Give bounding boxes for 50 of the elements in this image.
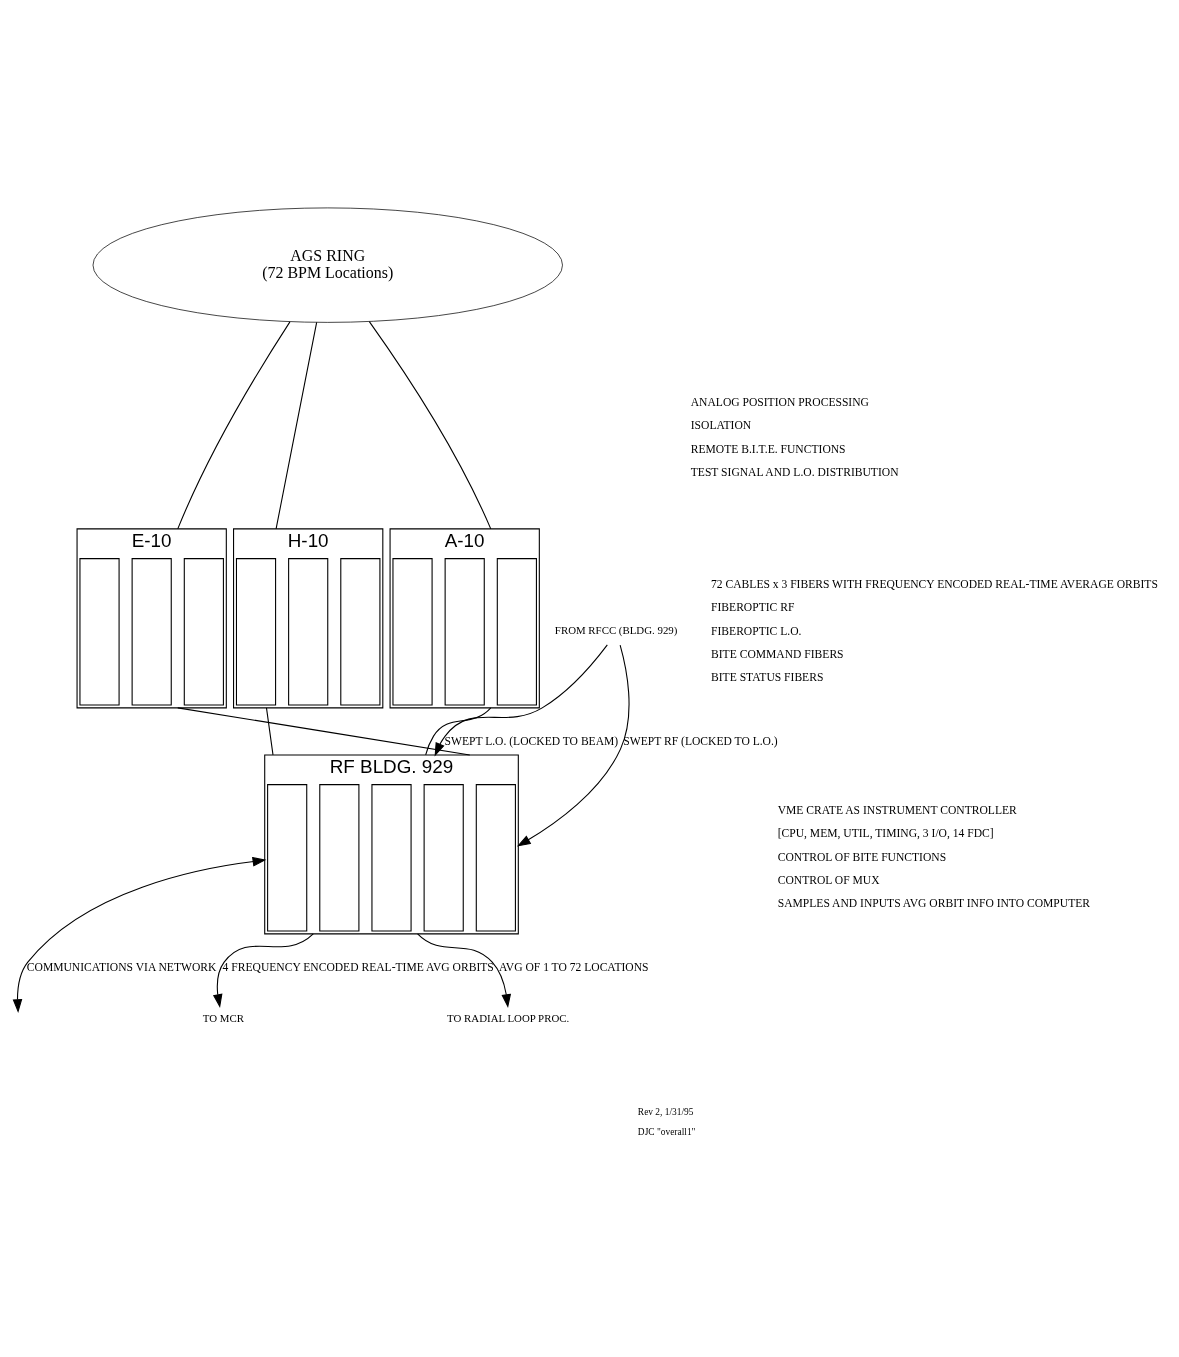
- node-box: [319, 784, 360, 932]
- node-box: [267, 784, 308, 932]
- node-box: [423, 784, 464, 932]
- node-box: [288, 558, 329, 706]
- label: ISOLATION: [690, 419, 752, 433]
- edge-label: 4 FREQUENCY ENCODED REAL-TIME AVG ORBITS: [222, 961, 494, 975]
- label: TEST SIGNAL AND L.O. DISTRIBUTION: [690, 465, 899, 479]
- node-text: TO RADIAL LOOP PROC.: [447, 1011, 570, 1024]
- connector: [275, 321, 318, 530]
- label: REMOTE B.I.T.E. FUNCTIONS: [690, 442, 846, 456]
- connector: [177, 707, 471, 756]
- label: 72 CABLES x 3 FIBERS WITH FREQUENCY ENCODED REAL-TIME AVERAGE ORBITS: [711, 578, 1158, 592]
- label: SAMPLES AND INPUTS AVG ORBIT INFO INTO COMPUTER: [777, 896, 1091, 910]
- label: DJC "overall1": [637, 1126, 696, 1137]
- label: CONTROL OF BITE FUNCTIONS: [777, 850, 947, 864]
- arrow: [417, 933, 512, 1008]
- arrow: [516, 644, 630, 847]
- arrow: [212, 933, 314, 1008]
- edge-label: SWEPT RF (LOCKED TO L.O.): [623, 735, 778, 749]
- node-box: [340, 558, 381, 706]
- node-box: [183, 558, 224, 706]
- node-box: [496, 558, 537, 706]
- label: BITE COMMAND FIBERS: [711, 647, 844, 661]
- arrow: [434, 644, 608, 757]
- connector: [368, 321, 492, 530]
- label: VME CRATE AS INSTRUMENT CONTROLLER: [777, 804, 1017, 818]
- node-box: [371, 784, 412, 932]
- label: CONTROL OF MUX: [777, 873, 880, 887]
- connector: [425, 707, 492, 756]
- node-box: [235, 558, 277, 706]
- arrow: [12, 856, 267, 1013]
- node-box: [475, 784, 516, 932]
- label: FIBEROPTIC RF: [711, 601, 795, 615]
- label: [CPU, MEM, UTIL, TIMING, 3 I/O, 14 FDC]: [777, 827, 994, 841]
- label: Rev 2, 1/31/95: [637, 1106, 694, 1117]
- edge-label: AVG OF 1 TO 72 LOCATIONS: [498, 961, 649, 975]
- connector: [177, 321, 291, 530]
- connector: [265, 707, 274, 756]
- label: BITE STATUS FIBERS: [711, 670, 824, 684]
- node-ellipse: AGS RING (72 BPM Locations): [92, 207, 563, 323]
- label: ANALOG POSITION PROCESSING: [690, 396, 869, 410]
- label: FIBEROPTIC L.O.: [711, 624, 802, 638]
- node-text: FROM RFCC (BLDG. 929): [554, 624, 678, 637]
- node-box: [444, 558, 485, 706]
- node-text: TO MCR: [202, 1011, 244, 1024]
- node-box: [79, 558, 120, 706]
- node-box: [131, 558, 172, 706]
- edge-label: SWEPT L.O. (LOCKED TO BEAM): [444, 735, 619, 749]
- edge-label: COMMUNICATIONS VIA NETWORK: [26, 961, 217, 975]
- node-box: [392, 558, 433, 706]
